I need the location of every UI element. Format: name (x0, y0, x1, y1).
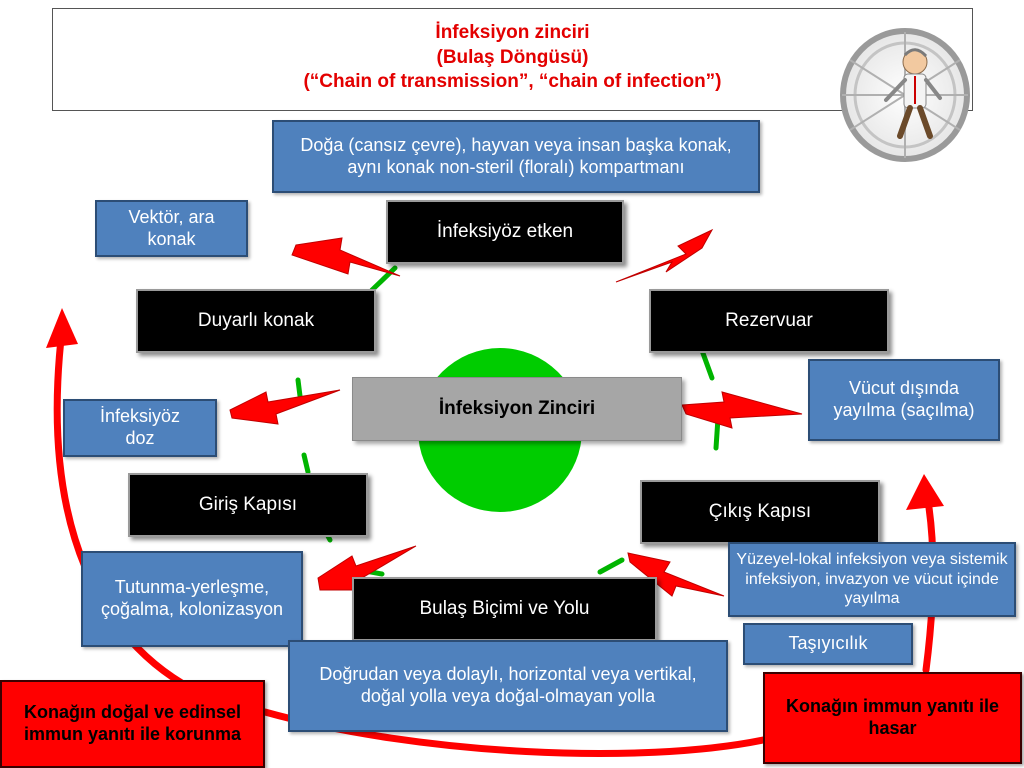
title-line-3: (“Chain of transmission”, “chain of infe… (303, 71, 722, 93)
host-damage-box: Konağın immun yanıtı ile hasar (763, 672, 1022, 764)
cycle-arrowhead-right (906, 474, 944, 510)
node-reservoir: Rezervuar (649, 289, 889, 353)
note-carrier: Taşıyıcılık (743, 623, 913, 665)
bolt-exit-desc (627, 552, 725, 597)
bolt-vector (291, 237, 401, 277)
note-reservoir-description: Doğa (cansız çevre), hayvan veya insan b… (272, 120, 760, 193)
bolt-spread (681, 391, 803, 429)
bolt-agent-reservoir (615, 228, 714, 283)
note-colonization: Tutunma-yerleşme, çoğalma, kolonizasyon (81, 551, 303, 647)
node-portal-of-exit: Çıkış Kapısı (640, 480, 880, 544)
note-spread-outside-body: Vücut dışında yayılma (saçılma) (808, 359, 1000, 441)
cycle-arrowhead-left (46, 308, 78, 348)
node-susceptible-host: Duyarlı konak (136, 289, 376, 353)
title-line-1: İnfeksiyon zinciri (435, 22, 590, 43)
note-vector: Vektör, ara konak (95, 200, 248, 257)
hamster-wheel-figure (840, 28, 970, 162)
node-mode-of-transmission: Bulaş Biçimi ve Yolu (352, 577, 657, 641)
node-portal-of-entry: Giriş Kapısı (128, 473, 368, 537)
host-protection-box: Konağın doğal ve edinsel immun yanıtı il… (0, 680, 265, 768)
lightning-bolts (229, 228, 803, 597)
node-infectious-agent: İnfeksiyöz etken (386, 200, 624, 264)
title-line-2: (Bulaş Döngüsü) (436, 46, 589, 68)
bolt-dose (229, 389, 341, 425)
note-transmission-description: Doğrudan veya dolaylı, horizontal veya v… (288, 640, 728, 732)
center-label: İnfeksiyon Zinciri (352, 377, 682, 441)
title-box: İnfeksiyon zinciri (Bulaş Döngüsü) (“Cha… (52, 8, 973, 111)
bolt-colonization (317, 545, 417, 591)
note-infective-dose: İnfeksiyöz doz (63, 399, 217, 457)
note-exit-description: Yüzeyel-lokal infeksiyon veya sistemik i… (728, 542, 1016, 617)
